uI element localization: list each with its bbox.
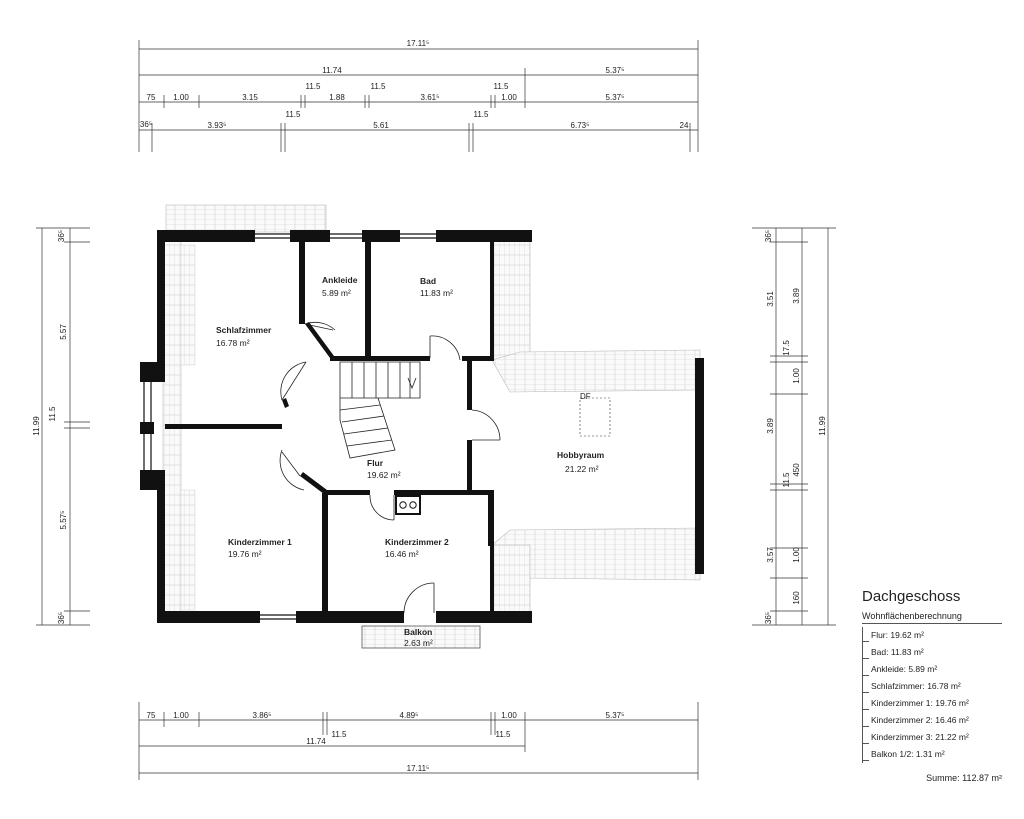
dim-left: 5.57	[59, 324, 68, 340]
room-area-kinderzimmer-1: 19.76 m²	[228, 549, 262, 559]
dim-left: 11.5	[48, 406, 57, 422]
roof-slope-hatching	[162, 204, 701, 649]
dim-bottom-small: 11.5	[332, 730, 348, 739]
legend-item: Balkon 1/2: 1.31 m²	[862, 746, 1002, 763]
room-name-flur: Flur	[367, 458, 384, 468]
dim-top-row4: 3.93⁵	[208, 121, 227, 130]
dim-bottom-small: 11.5	[496, 730, 512, 739]
dim-top-row4: 24	[680, 121, 689, 130]
dim-right: 36⁵	[764, 230, 773, 242]
dim-right: 11.99	[818, 416, 827, 436]
legend-item: Schlafzimmer: 16.78 m²	[862, 678, 1002, 695]
dim-right: 17.5	[782, 340, 791, 356]
dim-left: 36⁵	[57, 230, 66, 242]
room-name-ankleide: Ankleide	[322, 275, 358, 285]
dim-right: 1.00	[792, 547, 801, 563]
dim-bottom-row1: 1.00	[501, 711, 517, 720]
room-area-bad: 11.83 m²	[420, 288, 453, 298]
dim-top-row3: 1.00	[501, 93, 517, 102]
dim-top-row3: 1.88	[329, 93, 345, 102]
roof-window-icon: DF	[579, 392, 611, 437]
dim-bottom-row1: 4.89⁵	[400, 711, 419, 720]
room-name-schlafzimmer: Schlafzimmer	[216, 325, 272, 335]
doors	[279, 321, 501, 614]
dim-top-row4: 11.5	[286, 110, 302, 119]
dim-right: 36⁵	[764, 612, 773, 624]
dim-right: 160	[792, 591, 801, 605]
right-dimension-chains: 36⁵ 3.51 3.89 17.5 1.00 3.89 450 11.5 11…	[752, 227, 836, 626]
room-area-ankleide: 5.89 m²	[322, 288, 351, 298]
dim-bottom-row1: 3.86⁵	[253, 711, 272, 720]
dim-top-row3: 75	[147, 93, 156, 102]
dim-top-row3: 3.15	[242, 93, 258, 102]
dim-right: 1.00	[792, 368, 801, 384]
legend-item: Flur: 19.62 m²	[862, 627, 1002, 644]
legend-item: Kinderzimmer 3: 21.22 m²	[862, 729, 1002, 746]
dim-right: 450	[792, 463, 801, 477]
balcony-slab	[361, 625, 481, 649]
room-name-kinderzimmer-1: Kinderzimmer 1	[228, 537, 292, 547]
dim-bottom-row1: 1.00	[173, 711, 189, 720]
dim-bottom-overall: 17.11⁵	[407, 764, 430, 773]
dim-left: 11.99	[32, 416, 41, 436]
dim-right: 3.57	[766, 547, 775, 563]
room-name-bad: Bad	[420, 276, 436, 286]
dim-left: 5.57⁵	[59, 511, 68, 530]
dim-top-row4: 6.73⁵	[571, 121, 590, 130]
room-area-flur: 19.62 m²	[367, 470, 401, 480]
legend-item: Ankleide: 5.89 m²	[862, 661, 1002, 678]
room-name-kinderzimmer-2: Kinderzimmer 2	[385, 537, 449, 547]
dim-right: 3.89	[766, 418, 775, 434]
stove-icon	[395, 495, 421, 515]
room-area-kinderzimmer-2: 16.46 m²	[385, 549, 419, 559]
dim-top-row3: 5.37⁵	[606, 93, 625, 102]
bottom-dimension-chains: 75 1.00 3.86⁵ 4.89⁵ 1.00 5.37⁵ 11.5 11.5…	[138, 702, 699, 780]
walls	[140, 230, 704, 623]
dim-bottom-row1: 75	[147, 711, 156, 720]
dim-top-row3: 11.5	[494, 82, 510, 91]
dim-right: 3.51	[766, 291, 775, 307]
top-dimension-chains: 17.11⁵ 11.74 5.37⁵ 75 1.00 3.15 11.5 1.8…	[138, 39, 699, 152]
dim-top-row2: 11.74	[322, 66, 342, 75]
legend-title: Dachgeschoss	[862, 588, 961, 605]
dim-top-overall: 17.11⁵	[407, 39, 430, 48]
area-legend: Dachgeschoss Wohnflächenberechnung Flur:…	[862, 588, 1002, 783]
legend-item: Kinderzimmer 1: 19.76 m²	[862, 695, 1002, 712]
dim-left: 36⁵	[57, 612, 66, 624]
legend-total: Summe: 112.87 m²	[926, 773, 1002, 783]
room-name-hobbyraum: Hobbyraum	[557, 450, 605, 460]
dim-top-row4: 11.5	[474, 110, 490, 119]
room-area-schlafzimmer: 16.78 m²	[216, 338, 250, 348]
roof-window-label: DF	[580, 392, 591, 401]
room-name-balkon: Balkon	[404, 627, 432, 637]
dim-top-row3: 11.5	[371, 82, 387, 91]
legend-item: Kinderzimmer 2: 16.46 m²	[862, 712, 1002, 729]
dim-top-row3: 1.00	[173, 93, 189, 102]
staircase	[339, 361, 421, 459]
room-labels: Ankleide 5.89 m² Bad 11.83 m² Schlafzimm…	[216, 275, 605, 648]
left-dimension-chains: 36⁵ 5.57 11.5 11.99 5.57⁵ 36⁵	[32, 227, 90, 626]
dim-top-row2: 5.37⁵	[606, 66, 625, 75]
dim-bottom-row3: 11.74	[306, 737, 326, 746]
legend-item: Bad: 11.83 m²	[862, 644, 1002, 661]
dim-right: 11.5	[782, 472, 791, 488]
legend-subtitle: Wohnflächenberechnung	[862, 611, 1002, 624]
dim-top-row4: 36⁵	[140, 120, 152, 129]
dim-top-row4: 5.61	[373, 121, 389, 130]
room-area-hobbyraum: 21.22 m²	[565, 464, 599, 474]
dim-right: 3.89	[792, 288, 801, 304]
dim-bottom-row1: 5.37⁵	[606, 711, 625, 720]
room-area-balkon: 2.63 m²	[404, 638, 433, 648]
dim-top-row3: 3.61⁵	[421, 93, 440, 102]
dim-top-row3: 11.5	[306, 82, 322, 91]
